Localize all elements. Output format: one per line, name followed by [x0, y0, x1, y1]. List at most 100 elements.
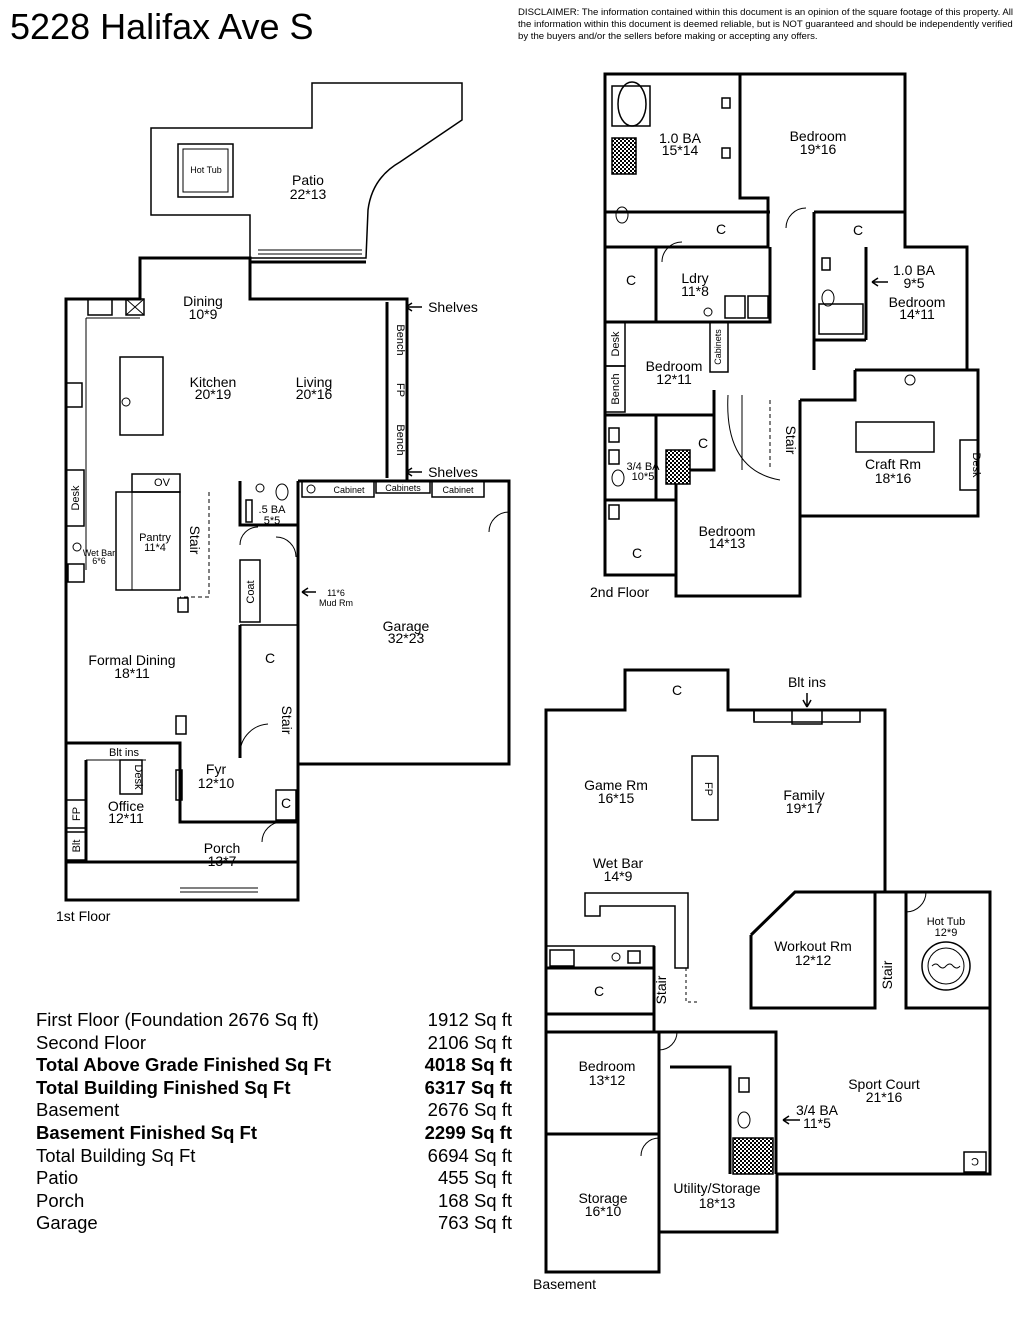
craft-dim: 18*16	[875, 470, 912, 486]
blt-ins-label: Blt ins	[109, 747, 139, 759]
stair2-label: Stair	[279, 706, 295, 735]
garage-dim: 32*23	[388, 630, 425, 646]
ba1-dim: 15*14	[662, 142, 699, 158]
summary-row: Porch 168 Sq ft	[36, 1190, 512, 1213]
page-title: 5228 Halifax Ave S	[10, 6, 314, 47]
patio-dim: 22*13	[290, 186, 327, 202]
half-ba-name: .5 BA	[259, 504, 287, 516]
sport-name: Sport Court	[848, 1076, 920, 1092]
summary-label: Total Building Sq Ft	[36, 1144, 196, 1166]
family-name: Family	[783, 787, 824, 803]
hot-tub	[177, 143, 234, 198]
fyr-dim: 12*10	[198, 775, 235, 791]
f2-desk2: Desk	[970, 452, 982, 478]
f2-c5: C	[632, 545, 642, 561]
ba2-dim: 9*5	[903, 275, 924, 291]
ba3-name: 3/4 BA	[626, 461, 660, 473]
ldry-name: Ldry	[681, 270, 708, 286]
summary-value: 2676 Sq ft	[427, 1099, 512, 1121]
b-blt-ins: Blt ins	[788, 674, 826, 690]
workout-name: Workout Rm	[774, 938, 852, 954]
shelves-top: Shelves	[428, 299, 478, 315]
bed1-name: Bedroom	[790, 128, 847, 144]
summary-label: Second Floor	[36, 1031, 147, 1053]
storage-dim: 16*10	[585, 1203, 622, 1219]
cabinet-2: Cabinet	[442, 485, 474, 495]
dining-name: Dining	[183, 293, 223, 309]
formal-dining-name: Formal Dining	[88, 652, 175, 668]
cabinets-label: Cabinets	[385, 483, 421, 493]
summary-label: Total Above Grade Finished Sq Ft	[36, 1054, 331, 1076]
summary-row: Basement 2676 Sq ft	[36, 1099, 512, 1122]
b-ba-name: 3/4 BA	[796, 1102, 839, 1118]
second-floor: 1.0 BA 15*14 Bedroom 19*16 C C C Ldry 11…	[590, 72, 982, 600]
fyr-name: Fyr	[206, 761, 227, 777]
f2-c3: C	[853, 222, 863, 238]
fp2-label: FP	[71, 807, 83, 821]
summary-label: Garage	[36, 1212, 98, 1234]
summary-value: 4018 Sq ft	[424, 1054, 512, 1076]
bed3-dim: 12*11	[656, 371, 692, 387]
game-name: Game Rm	[584, 777, 648, 793]
summary-value: 1912 Sq ft	[427, 1009, 512, 1030]
desk-label: Desk	[70, 485, 82, 511]
summary-value: 455 Sq ft	[437, 1167, 512, 1189]
ldry-dim: 11*8	[681, 283, 709, 299]
pantry-name: Pantry	[139, 532, 171, 544]
b-c2: C	[971, 1155, 979, 1167]
f2-c4: C	[698, 435, 708, 451]
pantry-dim: 11*4	[144, 542, 166, 554]
workout-dim: 12*12	[795, 952, 832, 968]
patio-name: Patio	[292, 172, 324, 188]
stair-label: Stair	[187, 526, 203, 555]
office-dim: 12*11	[108, 810, 144, 826]
closet2-c: C	[281, 795, 291, 811]
b-hottub-name: Hot Tub	[927, 916, 966, 928]
kitchen-dim: 20*19	[195, 386, 232, 402]
bed4-dim: 14*13	[709, 535, 746, 551]
summary-value: 6694 Sq ft	[427, 1144, 512, 1166]
summary-value: 2299 Sq ft	[424, 1121, 512, 1143]
bathtub	[617, 81, 647, 127]
b-c1: C	[594, 983, 604, 999]
f2-stair: Stair	[783, 426, 799, 455]
summary-value: 168 Sq ft	[437, 1189, 512, 1211]
b-wetbar-name: Wet Bar	[593, 855, 644, 871]
first-floor: Hot Tub Patio 22*13 Bench FP Bench Shelv…	[56, 82, 511, 924]
closet-c: C	[265, 650, 275, 666]
shelves-bottom: Shelves	[428, 464, 478, 480]
basement: C Blt ins FP Game Rm 16*15 Family 19*17 …	[533, 668, 992, 1292]
f2-c2: C	[626, 272, 636, 288]
summary-label: Patio	[36, 1167, 79, 1189]
utility-dim: 18*13	[699, 1195, 736, 1211]
coat-label: Coat	[245, 580, 257, 603]
bed3-name: Bedroom	[646, 358, 703, 374]
storage-name: Storage	[578, 1190, 627, 1206]
basement-exterior-wall	[544, 668, 992, 1274]
b-stair2: Stair	[879, 960, 895, 989]
office-name: Office	[108, 798, 145, 814]
b-ba-dim: 11*5	[803, 1115, 831, 1131]
porch-dim: 13*7	[208, 853, 237, 869]
dining-dim: 10*9	[189, 306, 218, 322]
b-c-top: C	[672, 682, 682, 698]
b-hottub-dim: 12*9	[935, 927, 958, 939]
summary-row: Total Building Sq Ft 6694 Sq ft	[36, 1145, 512, 1168]
summary-label: Basement	[36, 1099, 120, 1121]
blt-label: Blt	[71, 840, 83, 853]
bed4-name: Bedroom	[699, 523, 756, 539]
cabinet-1: Cabinet	[333, 485, 365, 495]
fp-label: FP	[394, 383, 406, 397]
garage-name: Garage	[383, 618, 430, 634]
f2-desk: Desk	[610, 331, 622, 357]
summary-label: Porch	[36, 1189, 85, 1211]
oven-label: OV	[154, 477, 171, 489]
summary-value: 6317 Sq ft	[424, 1076, 512, 1098]
ba3-dim: 10*5	[632, 471, 655, 483]
utility-name: Utility/Storage	[673, 1180, 760, 1196]
summary-row: Total Above Grade Finished Sq Ft 4018 Sq …	[36, 1054, 512, 1077]
bench-bottom: Bench	[394, 424, 406, 455]
